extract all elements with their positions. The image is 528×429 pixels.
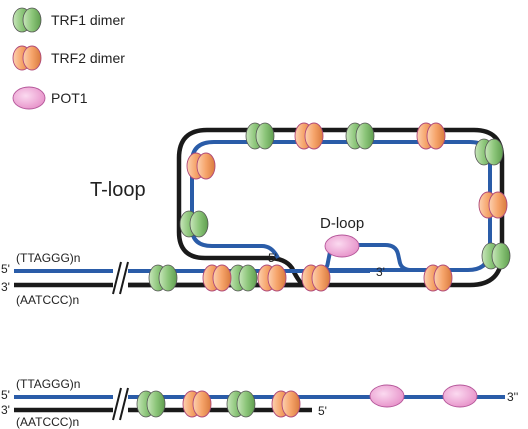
trf1-dimer (228, 264, 258, 292)
trf1-dimer (245, 122, 275, 150)
trf1-dimer (148, 264, 178, 292)
bottom-g-strand-label: (TTAGGG)n (16, 377, 80, 391)
trf1-dimer (179, 210, 209, 238)
legend-trf1-icon (12, 7, 42, 33)
trf1-dimer (474, 138, 504, 166)
bottom-5prime-label: 5' (1, 388, 10, 402)
trf2-dimer (257, 264, 287, 292)
trf2-dimer (423, 264, 453, 292)
bottom-3prime-end-label: 3'' (507, 390, 518, 404)
linear-telomere (14, 384, 505, 421)
legend: TRF1 dimer TRF2 dimer POT1 (12, 7, 125, 110)
legend-trf2-icon (12, 45, 42, 71)
trf1-dimer (226, 390, 256, 418)
break-mark (112, 387, 129, 421)
legend-pot1-label: POT1 (51, 90, 88, 106)
top-c-strand-label: (AATCCC)n (16, 293, 79, 307)
trf2-dimer (294, 122, 324, 150)
t-loop-proteins (148, 122, 511, 292)
bottom-c-strand-label: (AATCCC)n (16, 415, 79, 429)
top-3prime-label: 3' (1, 280, 10, 294)
legend-pot1-icon (12, 86, 46, 110)
trf2-dimer (478, 191, 508, 219)
trf2-dimer (182, 390, 212, 418)
t-loop-c-strand (118, 127, 505, 288)
trf1-dimer (481, 242, 511, 270)
trf2-dimer (416, 122, 446, 150)
trf1-dimer (136, 390, 166, 418)
top-g-strand-label: (TTAGGG)n (16, 251, 80, 265)
overhang-3prime-label: 3' (376, 265, 385, 279)
d-loop-strand (321, 243, 413, 272)
t-loop-label: T-loop (90, 179, 146, 201)
d-loop-label: D-loop (320, 215, 364, 232)
break-mark (112, 261, 129, 295)
bottom-3prime-label: 3' (1, 403, 10, 417)
pot1-protein (369, 384, 405, 408)
trf2-dimer (202, 264, 232, 292)
trf2-dimer (301, 264, 331, 292)
bottom-5prime-end-label: 5' (318, 404, 327, 418)
trf1-dimer (345, 122, 375, 150)
trf2-dimer (186, 152, 216, 180)
pot1-protein (442, 384, 478, 408)
top-5prime-label: 5' (1, 262, 10, 276)
legend-trf2-label: TRF2 dimer (51, 50, 125, 66)
inner-5prime-label: 5' (268, 251, 277, 265)
pot1-protein (324, 234, 360, 258)
trf2-dimer (271, 390, 301, 418)
legend-trf1-label: TRF1 dimer (51, 12, 125, 28)
